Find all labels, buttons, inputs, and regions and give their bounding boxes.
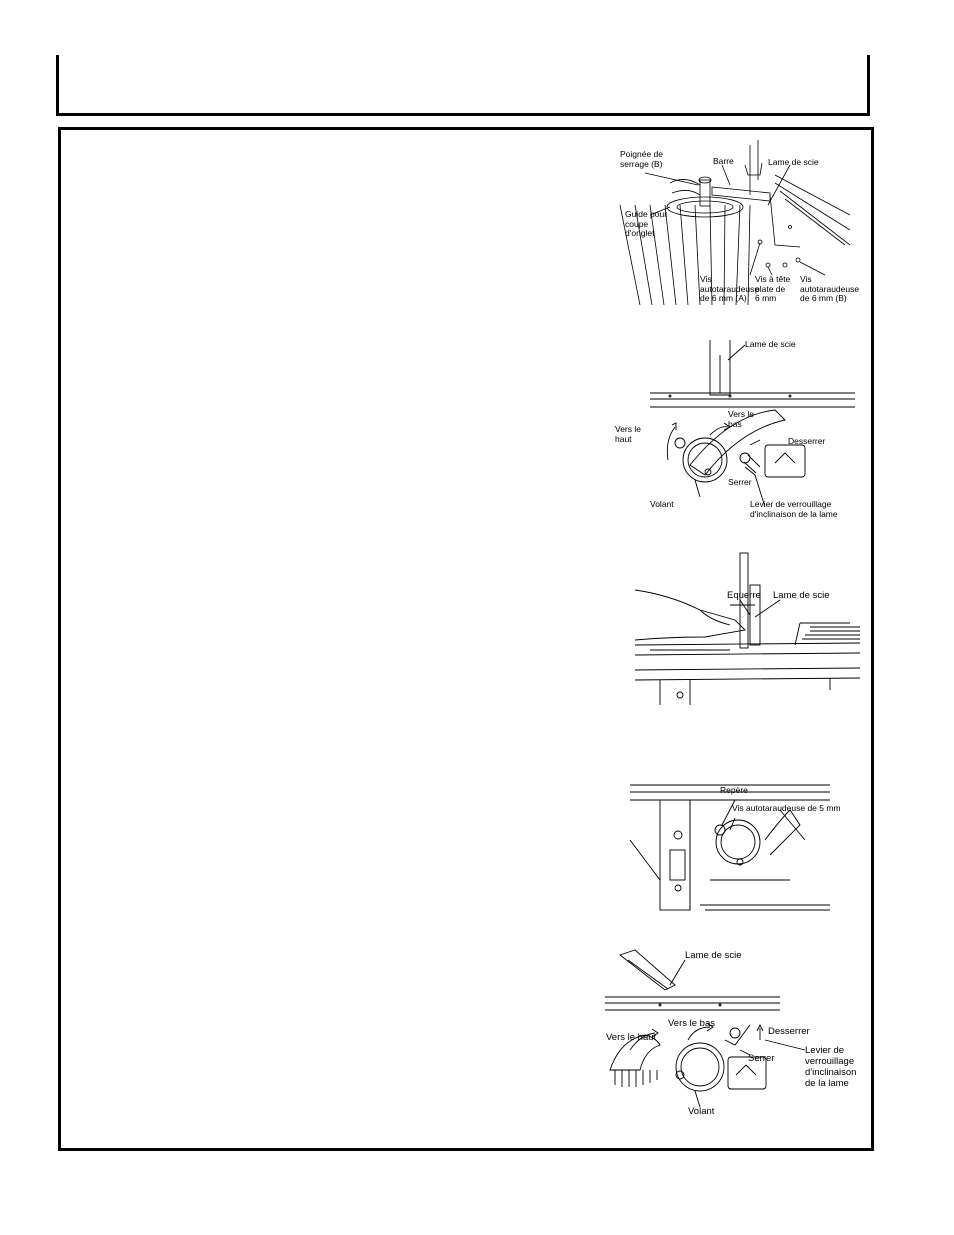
label-screw-a: Vis autotaraudeuse de 6 mm (A) [700, 274, 760, 303]
label-saw-blade: Lame de scie [768, 157, 819, 167]
label-saw-blade: Lame de scie [773, 590, 830, 601]
figure-handwheel-tilt: Lame de scie Vers le bas Vers le haut De… [610, 335, 870, 520]
label-handwheel: Volant [688, 1106, 715, 1117]
label-up: Vers le haut [615, 424, 641, 444]
label-handwheel: Volant [650, 499, 674, 509]
square-check-illustration [634, 552, 861, 705]
header-box [56, 55, 870, 116]
label-tighten: Serrer [728, 477, 752, 487]
figure-reference-mark: Repère Vis autotaraudeuse de 5 mm [629, 780, 865, 915]
label-loosen: Desserrer [768, 1026, 810, 1037]
label-saw-blade: Lame de scie [685, 950, 742, 961]
reference-mark-illustration [629, 784, 830, 911]
label-tighten: Serrer [748, 1053, 775, 1064]
miter-guide-illustration [619, 140, 851, 306]
label-screw: Vis autotaraudeuse de 5 mm [732, 803, 841, 813]
content-frame [58, 127, 874, 1151]
label-up: Vers le haut [606, 1032, 657, 1043]
figure-blade-tilt: Lame de scie Vers le bas Desserrer Vers … [600, 945, 870, 1130]
label-down: Vers le bas [668, 1018, 715, 1029]
label-lock-lever: Levier de verrouillage d'inclinaison de … [805, 1045, 857, 1089]
label-screw-b: Vis autotaraudeuse de 6 mm (B) [800, 274, 860, 303]
label-bar: Barre [713, 156, 734, 166]
label-clamp-handle: Poignée de serrage (B) [620, 149, 664, 169]
blade-tilt-illustration [605, 949, 806, 1108]
handwheel-tilt-illustration [650, 340, 855, 508]
figure-square-check: Equerre Lame de scie [630, 545, 865, 710]
label-mark: Repère [720, 785, 748, 795]
label-lock-lever: Levier de verrouillage d'inclinaison de … [750, 499, 838, 519]
figure-miter-guide: Poignée de serrage (B) Barre Lame de sci… [600, 135, 870, 310]
label-down: Vers le bas [728, 409, 754, 429]
label-square: Equerre [727, 590, 761, 601]
label-flat-screw: Vis à tête plate de 6 mm [755, 274, 791, 303]
label-loosen: Desserrer [788, 436, 826, 446]
label-saw-blade: Lame de scie [745, 339, 796, 349]
label-miter-guide: Guide pour coupe d'onglet [625, 209, 668, 238]
